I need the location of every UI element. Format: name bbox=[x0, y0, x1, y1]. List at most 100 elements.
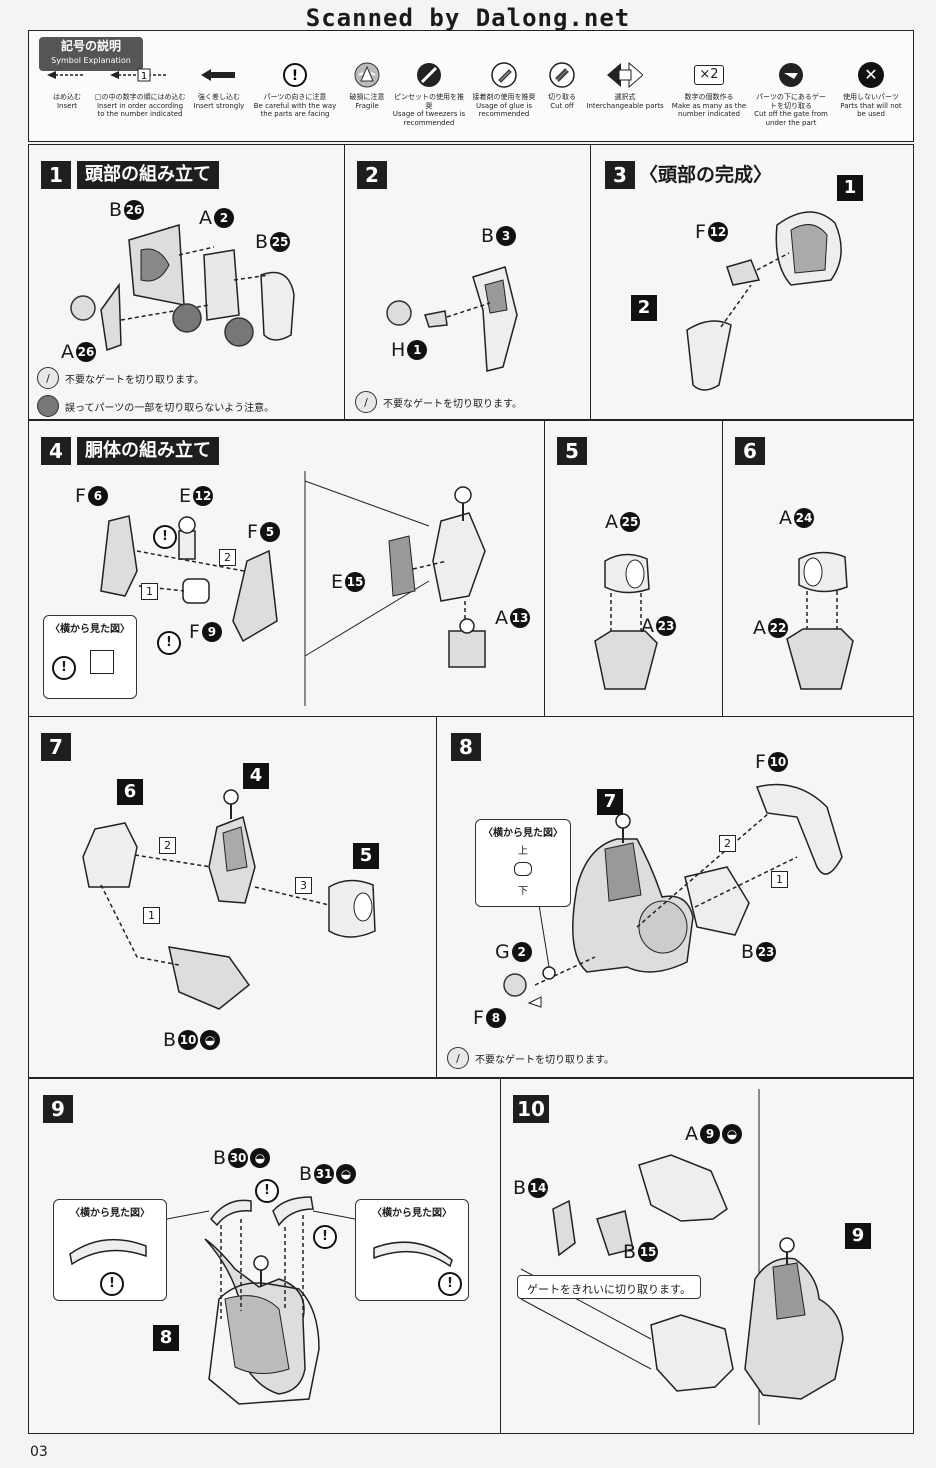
cut-off-icon: / bbox=[37, 367, 59, 389]
step-8-note-gate-text: 不要なゲートを切り取ります。 bbox=[475, 1054, 614, 1066]
step-4-side-view-title: 〈横から見た図〉 bbox=[50, 624, 130, 635]
cut-under-icon bbox=[753, 61, 829, 89]
step-3-number: 3 bbox=[605, 161, 635, 189]
side-view-curve-icon bbox=[373, 1241, 453, 1268]
part-number: 25 bbox=[620, 512, 640, 532]
legend-symbol-cut-under: パーツの下にあるゲートを切り取る Cut off the gate from u… bbox=[753, 61, 829, 127]
step-2-diagram bbox=[386, 266, 518, 372]
step-7-order-2: 2 bbox=[159, 837, 176, 854]
cut-off-icon bbox=[539, 61, 585, 89]
part-letter: A bbox=[495, 607, 508, 629]
not-used-icon: ✕ bbox=[835, 61, 907, 89]
part-letter: A bbox=[199, 207, 212, 229]
step-8-diagram bbox=[503, 783, 843, 1008]
part-letter: E bbox=[179, 485, 192, 507]
legend-strong-jp: 強く差し込む bbox=[198, 93, 240, 101]
legend-symbol-fragile: 破損に注意 Fragile bbox=[345, 61, 389, 110]
part-number: 10 bbox=[178, 1030, 199, 1050]
legend-symbol-caution: ! パーツの向きに注意 Be careful with the way the … bbox=[251, 61, 339, 119]
step-3-assembly-badge-1: 1 bbox=[837, 175, 863, 201]
legend-symbol-interchangeable: 選択式 Interchangeable parts bbox=[585, 61, 665, 110]
legend-symbol-insert: はめ込む Insert bbox=[43, 61, 91, 110]
step-9-side-view-right-title: 〈横から見た図〉 bbox=[372, 1208, 452, 1219]
legend-multiply-en: Make as many as the number indicated bbox=[671, 101, 747, 119]
part-number: 25 bbox=[270, 232, 291, 252]
part-number: 9 bbox=[700, 1124, 720, 1144]
legend-title-badge: 記号の説明 Symbol Explanation bbox=[39, 37, 143, 71]
part-number: 10 bbox=[767, 752, 788, 772]
step-1-note-careful: 誤ってパーツの一部を切り取らないよう注意。 bbox=[37, 395, 274, 417]
part-letter: F bbox=[75, 485, 86, 507]
legend-multiply-jp: 数字の個数作る bbox=[684, 93, 734, 101]
step-2-number: 2 bbox=[357, 161, 387, 189]
legend-caution-en: Be careful with the way the parts are fa… bbox=[253, 101, 337, 119]
part-number: 23 bbox=[656, 616, 676, 636]
legend-symbol-glue: 接着剤の使用を推奨 Usage of glue is recommended bbox=[471, 61, 537, 119]
part-letter: F bbox=[247, 521, 258, 543]
step-10-gate-callout-text: ゲートをきれいに切り取ります。 bbox=[527, 1283, 691, 1296]
legend-caution-jp: パーツの向きに注意 bbox=[263, 93, 327, 101]
part-number: 8 bbox=[485, 1008, 506, 1028]
part-letter: F bbox=[695, 221, 706, 243]
part-letter: A bbox=[641, 615, 654, 637]
step-1-note-careful-text: 誤ってパーツの一部を切り取らないよう注意。 bbox=[65, 402, 275, 414]
step-1-diagram bbox=[70, 224, 295, 352]
caution-icon: ! bbox=[100, 1272, 124, 1296]
part-number: 22 bbox=[768, 618, 788, 638]
glue-icon bbox=[471, 61, 537, 89]
part-number: 26 bbox=[76, 342, 96, 362]
step-9-side-view-right: 〈横から見た図〉 ! bbox=[355, 1199, 469, 1301]
step-6-diagram bbox=[786, 551, 854, 690]
step-10-number: 10 bbox=[513, 1095, 549, 1123]
step-10-assembly-badge-9: 9 bbox=[845, 1223, 871, 1249]
part-letter: F bbox=[473, 1007, 484, 1029]
step-2-note-gate: / 不要なゲートを切り取ります。 bbox=[355, 391, 522, 413]
caution-icon: ! bbox=[153, 525, 177, 549]
caution-icon: ! bbox=[313, 1225, 337, 1249]
part-number: 1 bbox=[407, 340, 428, 360]
part-number: 2 bbox=[511, 942, 532, 962]
step-3-diagram bbox=[686, 211, 842, 391]
step-1-note-gate: / 不要なゲートを切り取ります。 bbox=[37, 367, 204, 389]
legend-fragile-en: Fragile bbox=[355, 101, 379, 110]
step-8-note-gate: / 不要なゲートを切り取ります。 bbox=[447, 1047, 614, 1069]
part-number: 24 bbox=[794, 508, 814, 528]
legend-interchange-jp: 選択式 bbox=[614, 93, 636, 101]
part-letter: B bbox=[213, 1147, 227, 1169]
step-3-title: 〈頭部の完成〉 bbox=[639, 164, 773, 186]
legend-order-jp: □の中の数字の順にはめ込む bbox=[95, 93, 186, 101]
legend-order-glyph: 1 bbox=[141, 71, 147, 82]
step-8-side-view-bottom: 下 bbox=[518, 886, 528, 897]
step-9-assembly-badge-8: 8 bbox=[153, 1325, 179, 1351]
part-letter: A bbox=[685, 1123, 698, 1145]
step-4-title: 胴体の組み立て bbox=[77, 437, 219, 465]
step-4-number: 4 bbox=[41, 437, 71, 465]
legend-cutunder-en: Cut off the gate from under the part bbox=[754, 110, 828, 127]
legend-tweezers-jp: ピンセットの使用を推奨 bbox=[394, 93, 464, 110]
legend-insert-jp: はめ込む bbox=[53, 93, 81, 101]
part-letter: G bbox=[495, 941, 510, 963]
step-7-assembly-badge-4: 4 bbox=[243, 763, 269, 789]
part-number: 14 bbox=[528, 1178, 549, 1198]
part-number: 23 bbox=[756, 942, 777, 962]
step-4-side-view-callout: 〈横から見た図〉 ! bbox=[43, 615, 137, 699]
